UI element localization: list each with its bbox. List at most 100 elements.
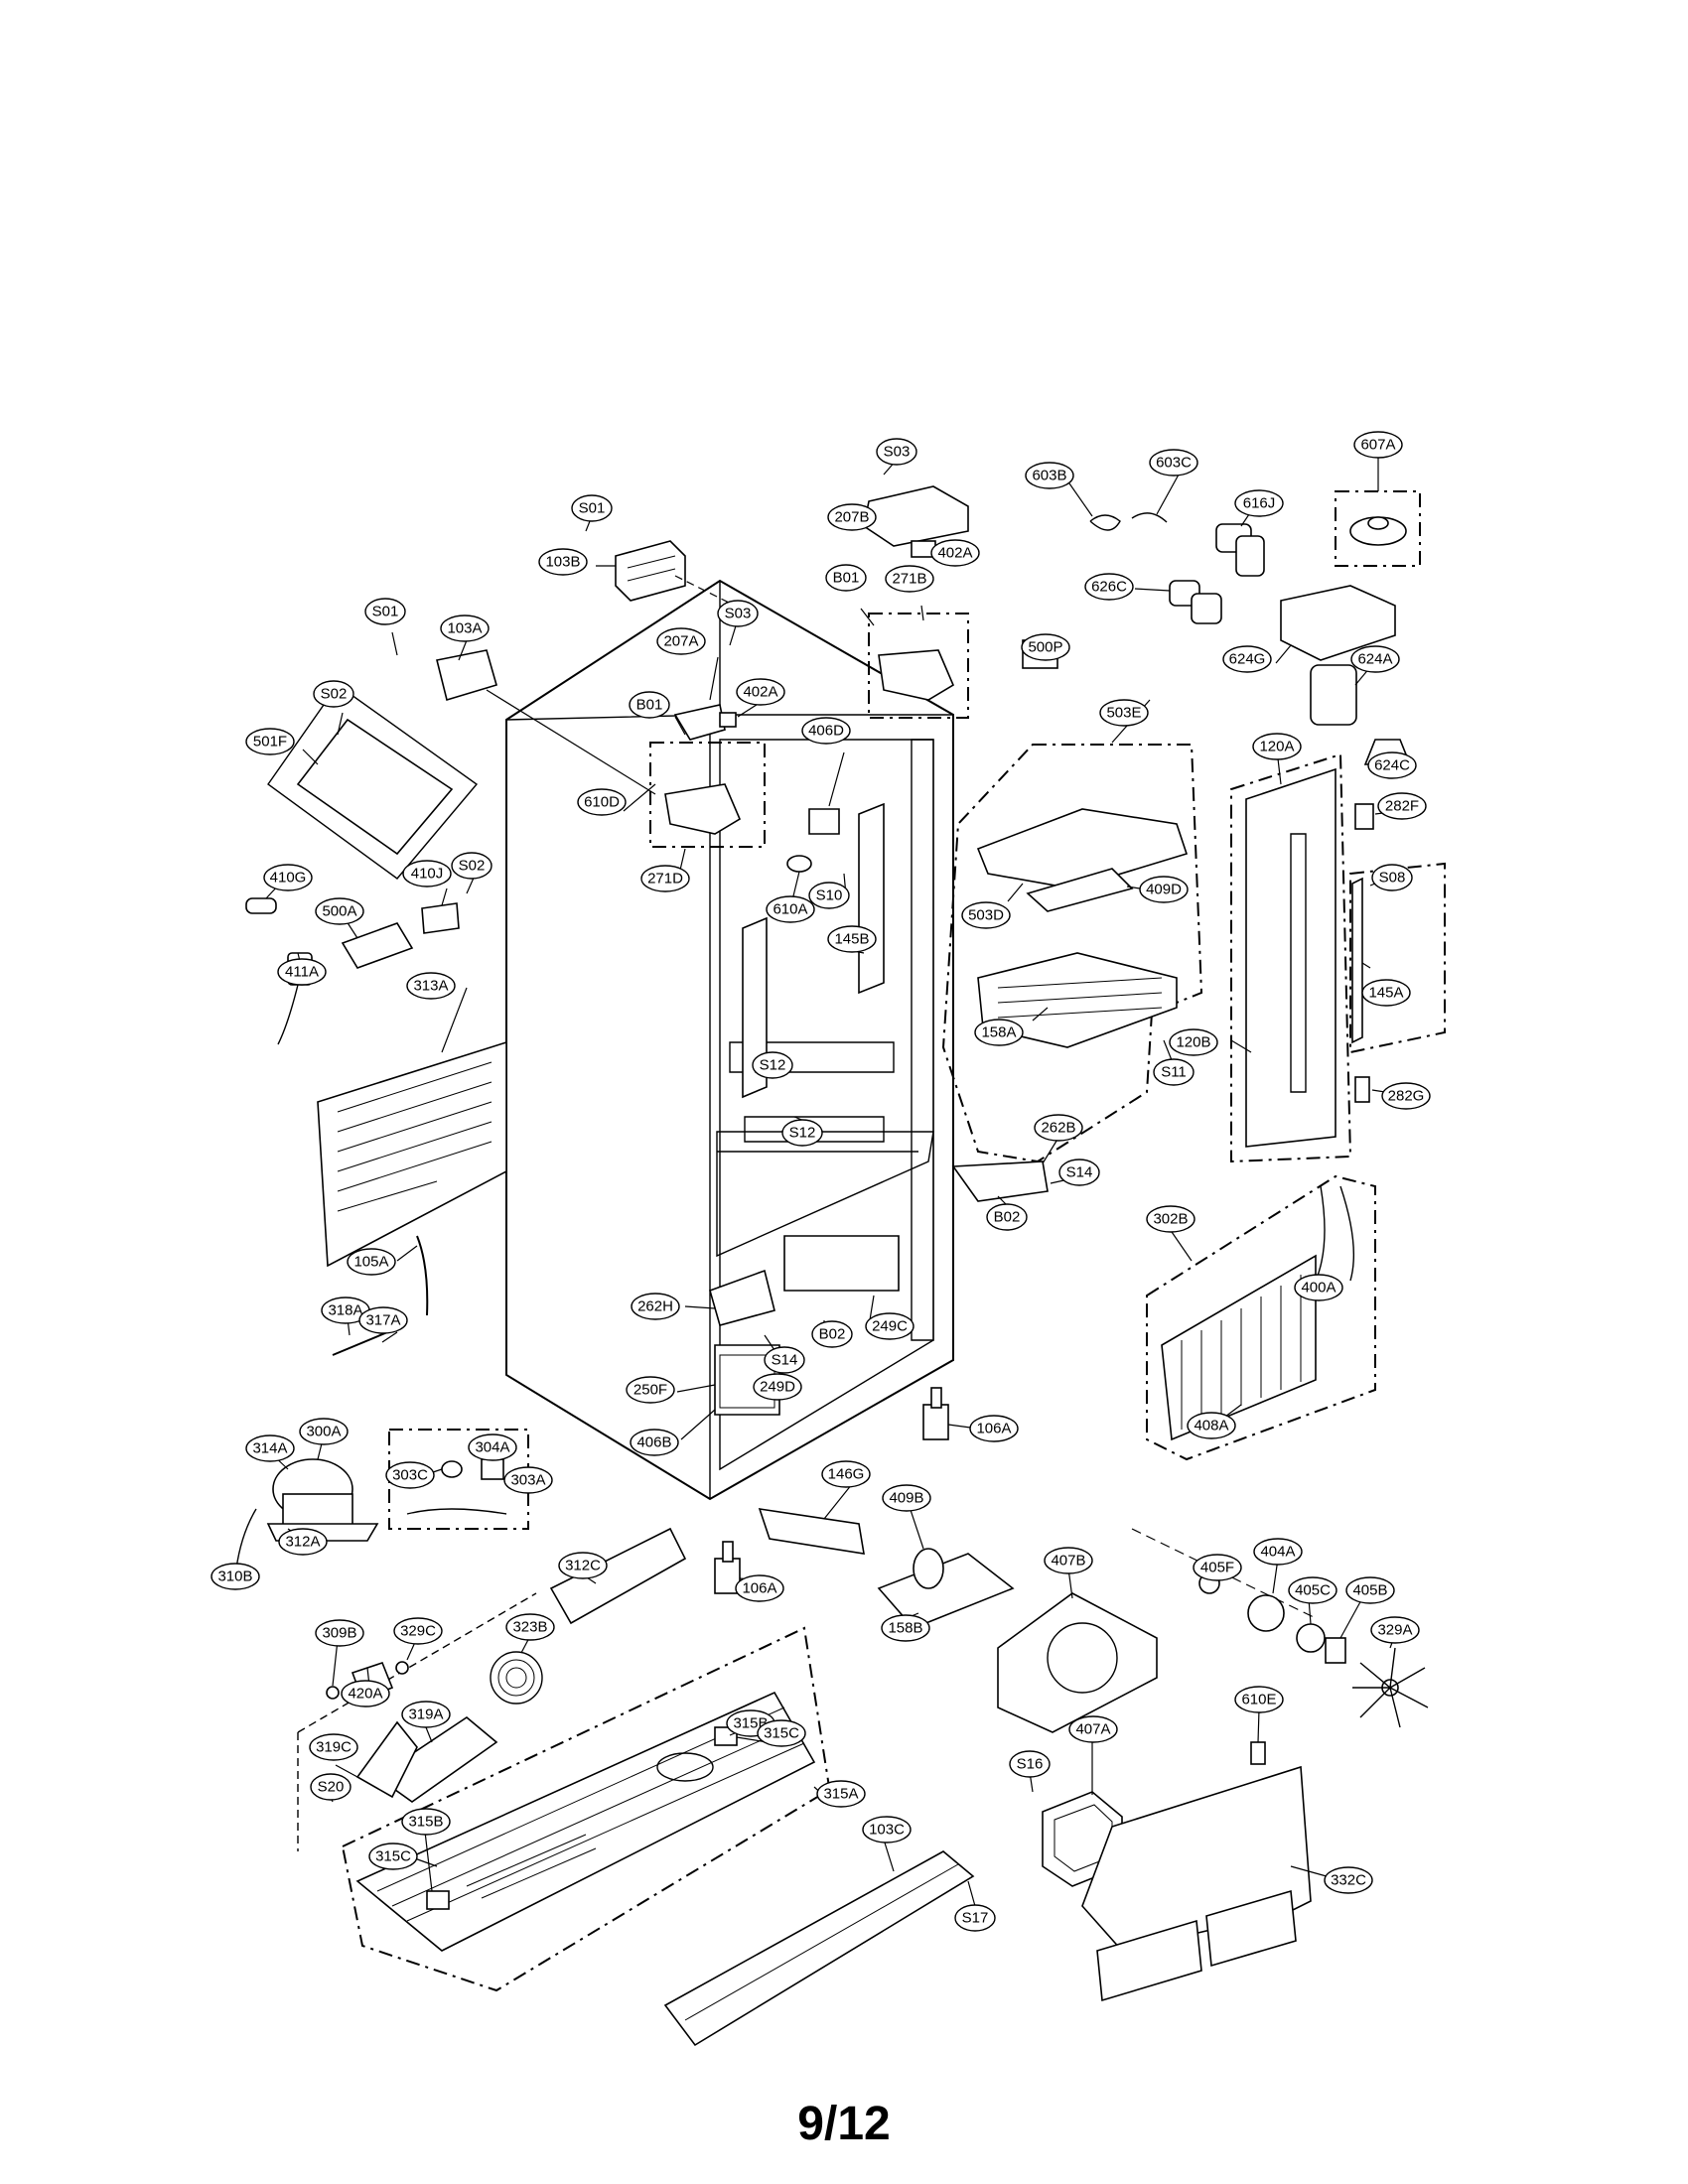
part-labels: S01103BS03207B402A603B603C607A616J626C62… [211,431,1431,1932]
part-label-text: S20 [318,1779,345,1796]
clip-282f [1354,803,1374,830]
part-label-text: S12 [789,1125,816,1142]
part-610e [1250,1741,1266,1765]
nut-329c [395,1661,409,1675]
part-label-text: 105A [353,1254,388,1271]
clip-282g [1354,1076,1370,1103]
part-label-s02: S02 [313,680,354,708]
part-label-oval [1222,645,1272,673]
part-label-103a: 103A [440,614,490,642]
part-label-text: 103B [545,554,580,571]
group-303a [388,1429,529,1530]
part-label-503e: 503E [1099,699,1149,727]
part-label-text: 315B [408,1814,443,1831]
part-label-text: 315C [375,1848,411,1865]
part-label-text: S01 [579,500,606,517]
part-label-text: 610E [1241,1692,1276,1708]
part-label-oval [263,864,313,891]
part-label-319c: 319C [309,1733,358,1761]
part-label-s10: S10 [808,882,850,909]
part-label-b01: B01 [629,691,670,719]
part-label-oval [505,1613,555,1641]
part-label-402a: 402A [930,539,980,567]
part-label-text: 315C [764,1725,799,1742]
part-label-207a: 207A [656,627,706,655]
part-label-text: 610A [773,901,807,918]
part-label-300a: 300A [299,1418,349,1445]
part-label-oval [629,691,670,719]
part-label-oval [1058,1159,1100,1186]
part-label-oval [1153,1058,1195,1086]
hinge-271b [878,649,955,701]
part-label-323b: 323B [505,1613,555,1641]
part-label-text: 319A [408,1706,443,1723]
part-label-oval [278,1528,328,1556]
filter-409d [1026,868,1134,912]
part-label-text: 420A [348,1686,382,1703]
part-label-oval [974,1019,1024,1046]
part-label-317a: 317A [358,1306,408,1334]
part-label-oval [961,901,1011,929]
part-label-text: 603C [1156,455,1192,472]
part-label-text: 282F [1385,798,1419,815]
part-label-oval [393,1617,443,1645]
part-label-315c: 315C [757,1719,806,1747]
part-label-oval [1371,864,1413,891]
group-120a [1230,752,1352,1163]
group-503e [941,744,1203,1163]
part-label-404a: 404A [1253,1538,1303,1566]
part-label-s01: S01 [364,598,406,625]
part-label-text: 503D [968,907,1004,924]
part-label-oval [881,1614,930,1642]
bracket-262b [951,1160,1049,1202]
part-label-s08: S08 [1371,864,1413,891]
part-label-text: 406B [636,1434,671,1451]
part-label-oval [310,1773,352,1801]
part-label-text: 271B [892,571,926,588]
cover-207b [863,485,969,547]
part-label-b02: B02 [986,1203,1028,1231]
part-label-text: 313A [413,978,448,995]
panel-313a [317,1040,507,1268]
part-label-503d: 503D [961,901,1011,929]
part-label-oval [401,1808,451,1836]
part-label-207b: 207B [827,503,877,531]
part-label-oval [440,614,490,642]
part-label-text: 329C [400,1623,436,1640]
filter-head-624g [1280,585,1396,661]
part-label-oval [1294,1274,1343,1301]
cover-146g [758,1508,865,1555]
part-label-312c: 312C [558,1552,608,1579]
part-label-106a: 106A [735,1574,784,1602]
part-label-text: B02 [819,1326,846,1343]
part-label-oval [406,972,456,1000]
part-label-329a: 329A [1370,1616,1420,1644]
part-label-313a: 313A [406,972,456,1000]
part-label-oval [766,895,815,923]
part-label-text: 303A [510,1472,545,1489]
part-label-b02: B02 [811,1320,853,1348]
part-610a [786,855,812,873]
board-500a [341,922,414,969]
clip-603c [1131,512,1168,523]
part-label-b01: B01 [825,564,867,592]
part-label-text: 302B [1153,1211,1188,1228]
block-103b [615,540,686,602]
part-label-text: 145B [834,931,869,948]
hose-105a [416,1235,429,1316]
part-label-text: 312C [565,1558,601,1574]
part-label-oval [876,438,917,466]
part-label-oval [364,598,406,625]
part-label-607a: 607A [1353,431,1403,459]
group-145a [1349,862,1446,1054]
part-label-oval [1324,1866,1373,1894]
group-302b [1146,1174,1376,1461]
part-label-text: S14 [772,1352,798,1369]
part-label-262h: 262H [631,1293,680,1320]
part-label-249d: 249D [753,1373,802,1401]
part-label-text: S08 [1379,870,1406,887]
part-label-315c: 315C [368,1843,418,1870]
part-label-oval [1377,792,1427,820]
part-label-oval [753,1373,802,1401]
